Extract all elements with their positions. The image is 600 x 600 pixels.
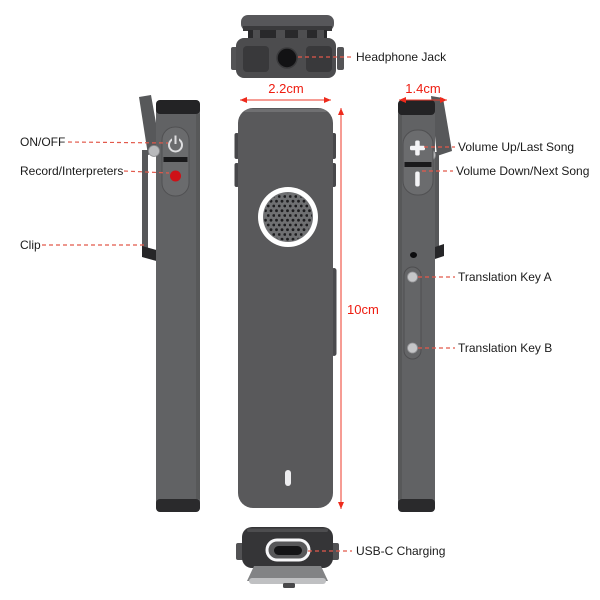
clip-arm-left xyxy=(139,95,161,155)
headphone-jack-hole xyxy=(276,47,298,69)
front-body xyxy=(238,108,333,508)
label-translation-key-a: Translation Key A xyxy=(458,270,552,284)
record-button-dot xyxy=(170,170,181,182)
front-view xyxy=(234,108,337,508)
led-indicator xyxy=(285,470,291,486)
translation-key-pill xyxy=(403,266,422,360)
right-top-cap xyxy=(398,100,435,115)
dimension-lines xyxy=(240,97,447,509)
leader-record xyxy=(123,170,170,174)
clip-pivot-left xyxy=(148,145,160,157)
left-body xyxy=(156,100,200,512)
side-key-bump xyxy=(337,47,344,70)
bottom-view xyxy=(236,527,339,588)
label-translation-key-b: Translation Key B xyxy=(458,341,553,355)
clip-arm-right xyxy=(431,96,452,156)
edge-key-bump xyxy=(234,133,239,159)
dimension-device-height: 10cm xyxy=(347,302,379,317)
left-top-cap xyxy=(156,100,200,114)
dimension-front-width: 2.2cm xyxy=(268,81,304,96)
leader-lines xyxy=(42,56,455,552)
mic-hole xyxy=(410,252,417,258)
label-record-interpreters: Record/Interpreters xyxy=(20,164,124,178)
volume-down-minus-icon xyxy=(415,171,420,187)
right-bottom-cap xyxy=(398,499,435,512)
label-usb-c-charging: USB-C Charging xyxy=(356,544,446,558)
clip-bar-left xyxy=(142,150,148,250)
translation-key-a-button xyxy=(407,271,418,283)
label-clip: Clip xyxy=(20,238,41,252)
dimension-side-thickness: 1.4cm xyxy=(405,81,441,96)
top-view xyxy=(231,15,344,78)
label-on-off: ON/OFF xyxy=(20,135,66,149)
clip-base xyxy=(247,566,328,581)
power-icon xyxy=(168,135,183,153)
left-bottom-cap xyxy=(156,499,200,512)
volume-up-plus-icon xyxy=(410,140,425,156)
leader-on-off xyxy=(67,141,169,144)
clip-bar-right xyxy=(433,152,439,250)
label-volume-up: Volume Up/Last Song xyxy=(458,140,575,154)
translation-key-b-button xyxy=(407,342,418,354)
right-side-view xyxy=(398,96,452,512)
label-volume-down: Volume Down/Next Song xyxy=(456,164,590,178)
left-side-view xyxy=(139,95,200,512)
edge-key-bump xyxy=(234,163,239,187)
label-headphone-jack: Headphone Jack xyxy=(356,50,447,64)
clip-hook-left xyxy=(142,246,160,262)
